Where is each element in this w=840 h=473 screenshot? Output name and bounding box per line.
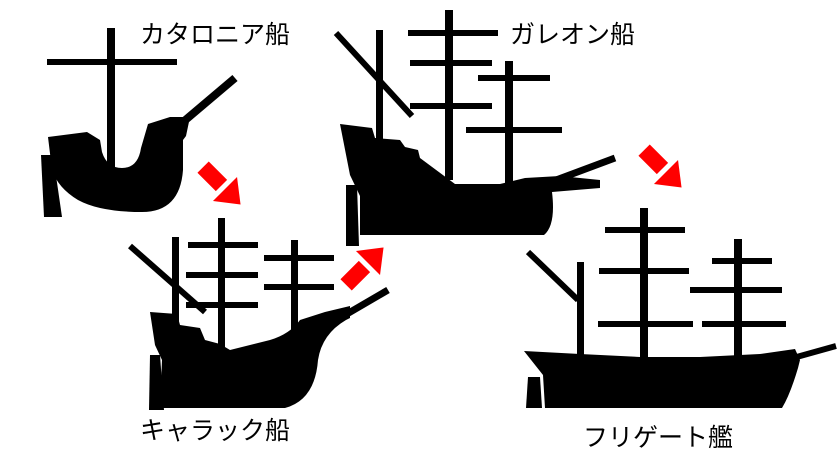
label-carrack: キャラック船 [140,416,291,445]
label-frigate: フリゲート艦 [583,423,734,452]
label-galleon: ガレオン船 [510,20,636,49]
carrack-ship [128,218,390,410]
arrow-galleon-to-frigate [638,144,682,188]
arrow-carrack-to-galleon [340,247,384,291]
frigate-ship [524,208,837,408]
label-catalan-ship: カタロニア船 [140,20,291,49]
catalan-ship [41,28,238,217]
arrow-catalan-to-carrack [197,161,241,205]
galleon-ship [333,10,617,246]
